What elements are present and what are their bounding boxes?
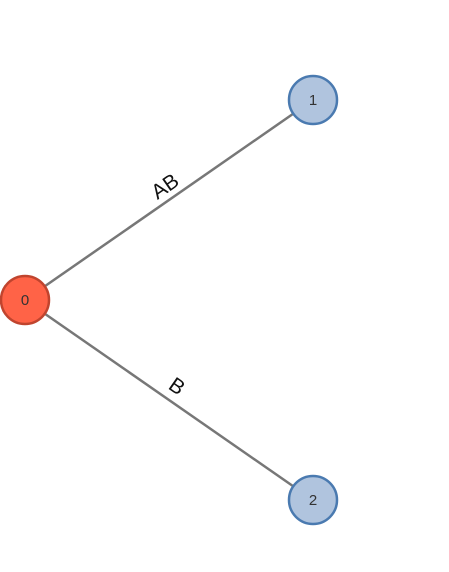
node-1-label: 1 bbox=[309, 92, 317, 109]
edge-label-0-1: AB bbox=[147, 169, 183, 204]
node-2-label: 2 bbox=[309, 492, 317, 509]
edge-label-0-2: B bbox=[164, 373, 189, 400]
edge-0-1 bbox=[24, 98, 314, 302]
node-1-circle[interactable] bbox=[287, 74, 339, 126]
node-1[interactable]: 1 bbox=[287, 74, 339, 126]
nodes: 0 1 2 bbox=[0, 74, 339, 526]
edges bbox=[24, 98, 314, 502]
node-0-label: 0 bbox=[21, 292, 29, 309]
node-0[interactable]: 0 bbox=[0, 274, 51, 326]
edge-labels: AB B bbox=[147, 169, 189, 400]
node-2-circle[interactable] bbox=[287, 474, 339, 526]
edge-0-2 bbox=[24, 298, 314, 502]
node-0-circle[interactable] bbox=[0, 274, 51, 326]
node-2[interactable]: 2 bbox=[287, 474, 339, 526]
